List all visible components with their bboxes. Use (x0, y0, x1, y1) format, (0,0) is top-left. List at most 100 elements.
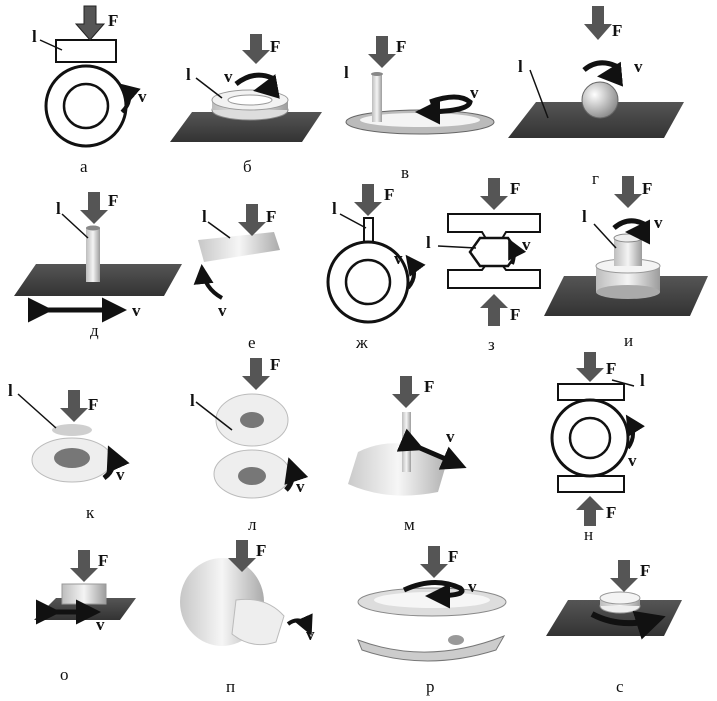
velocity-label: v (628, 451, 637, 470)
force-arrow-icon (576, 352, 604, 382)
panel-caption: а (80, 157, 88, 176)
force-label: F (98, 551, 108, 570)
force-arrow-icon (242, 358, 270, 390)
panel-caption: р (426, 677, 435, 696)
velocity-label: v (96, 615, 105, 634)
force-label: F (510, 179, 520, 198)
force-arrow-icon (480, 178, 508, 210)
force-arrow-icon (480, 294, 508, 326)
panel-l: l F v л (190, 355, 305, 534)
element-label: l (186, 65, 191, 84)
panel-v: l F v в (344, 36, 494, 182)
velocity-label: v (634, 57, 643, 76)
force-arrow-icon (610, 560, 638, 592)
velocity-label: v (394, 249, 403, 268)
panel-caption: л (248, 515, 257, 534)
panel-caption: б (243, 157, 252, 176)
velocity-label: v (218, 301, 227, 320)
panel-caption: о (60, 665, 69, 684)
force-label: F (606, 359, 616, 378)
panel-caption: и (624, 331, 633, 350)
force-arrow-icon (392, 376, 420, 408)
panel-caption: з (488, 335, 495, 354)
rotation-arrow-icon (584, 63, 618, 76)
velocity-label: v (522, 235, 531, 254)
panel-caption: в (401, 163, 409, 182)
element-label: l (202, 207, 207, 226)
velocity-label: v (116, 465, 125, 484)
panel-caption: е (248, 333, 256, 352)
element-label: l (332, 199, 337, 218)
element-label: l (640, 371, 645, 390)
panel-zh: l F v ж (328, 184, 414, 352)
force-label: F (424, 377, 434, 396)
element-label: l (344, 63, 349, 82)
force-label: F (612, 21, 622, 40)
panel-caption: н (584, 525, 593, 544)
velocity-label: v (654, 213, 663, 232)
velocity-label: v (446, 427, 455, 446)
panel-b: l F v б (170, 34, 322, 176)
velocity-label: v (306, 625, 315, 644)
panel-caption: с (616, 677, 624, 696)
force-arrow-icon (614, 176, 642, 208)
force-arrow-icon (576, 496, 604, 526)
force-label-bottom: F (606, 503, 616, 522)
rotation-arrow-icon (614, 221, 646, 232)
panel-s: F с (546, 560, 682, 696)
force-arrow-icon (238, 204, 266, 236)
velocity-label: v (296, 477, 305, 496)
force-arrow-icon (60, 390, 88, 422)
panel-m: F v м (348, 376, 462, 534)
element-label: l (8, 381, 13, 400)
element-label: l (32, 27, 37, 46)
rotation-arrow-icon (420, 97, 470, 112)
force-label: F (642, 179, 652, 198)
force-label: F (266, 207, 276, 226)
panel-o: F v о (34, 550, 136, 684)
panel-caption: к (86, 503, 95, 522)
panel-d: l F v д (14, 191, 182, 340)
force-label-bottom: F (510, 305, 520, 324)
force-arrow-icon (80, 192, 108, 224)
force-arrow-icon (354, 184, 382, 216)
force-label: F (384, 185, 394, 204)
rotation-arrow-icon (408, 258, 414, 288)
element-label: l (190, 391, 195, 410)
velocity-label: v (470, 83, 479, 102)
force-arrow-icon (368, 36, 396, 68)
force-label: F (270, 355, 280, 374)
panel-g: l F v г (508, 6, 684, 188)
panel-e: l F v е (198, 204, 280, 352)
force-label: F (448, 547, 458, 566)
panel-a: l F v а (32, 6, 147, 176)
panel-caption: п (226, 677, 235, 696)
velocity-label: v (138, 87, 147, 106)
panel-z: l F v F з (426, 178, 540, 354)
panel-caption: д (90, 321, 99, 340)
force-label: F (256, 541, 266, 560)
force-arrow-icon (420, 546, 448, 578)
force-label: F (640, 561, 650, 580)
velocity-label: v (132, 301, 141, 320)
velocity-label: v (224, 67, 233, 86)
force-label: F (88, 395, 98, 414)
element-label: l (582, 207, 587, 226)
panel-caption: ж (355, 333, 368, 352)
panel-p: F v п (180, 540, 315, 696)
velocity-label: v (468, 577, 477, 596)
force-label: F (270, 37, 280, 56)
panel-i: l F v и (544, 176, 708, 350)
force-arrow-icon (70, 550, 98, 582)
panel-n: F l v F н (552, 352, 645, 544)
element-label: l (518, 57, 523, 76)
rotation-arrow-icon (236, 75, 274, 90)
force-arrow-icon (584, 6, 612, 40)
rotation-arrow-icon (202, 268, 222, 298)
panel-k: l F v к (8, 381, 125, 522)
panel-caption: м (404, 515, 415, 534)
element-label: l (56, 199, 61, 218)
force-arrow-icon (242, 34, 270, 64)
element-label: l (426, 233, 431, 252)
